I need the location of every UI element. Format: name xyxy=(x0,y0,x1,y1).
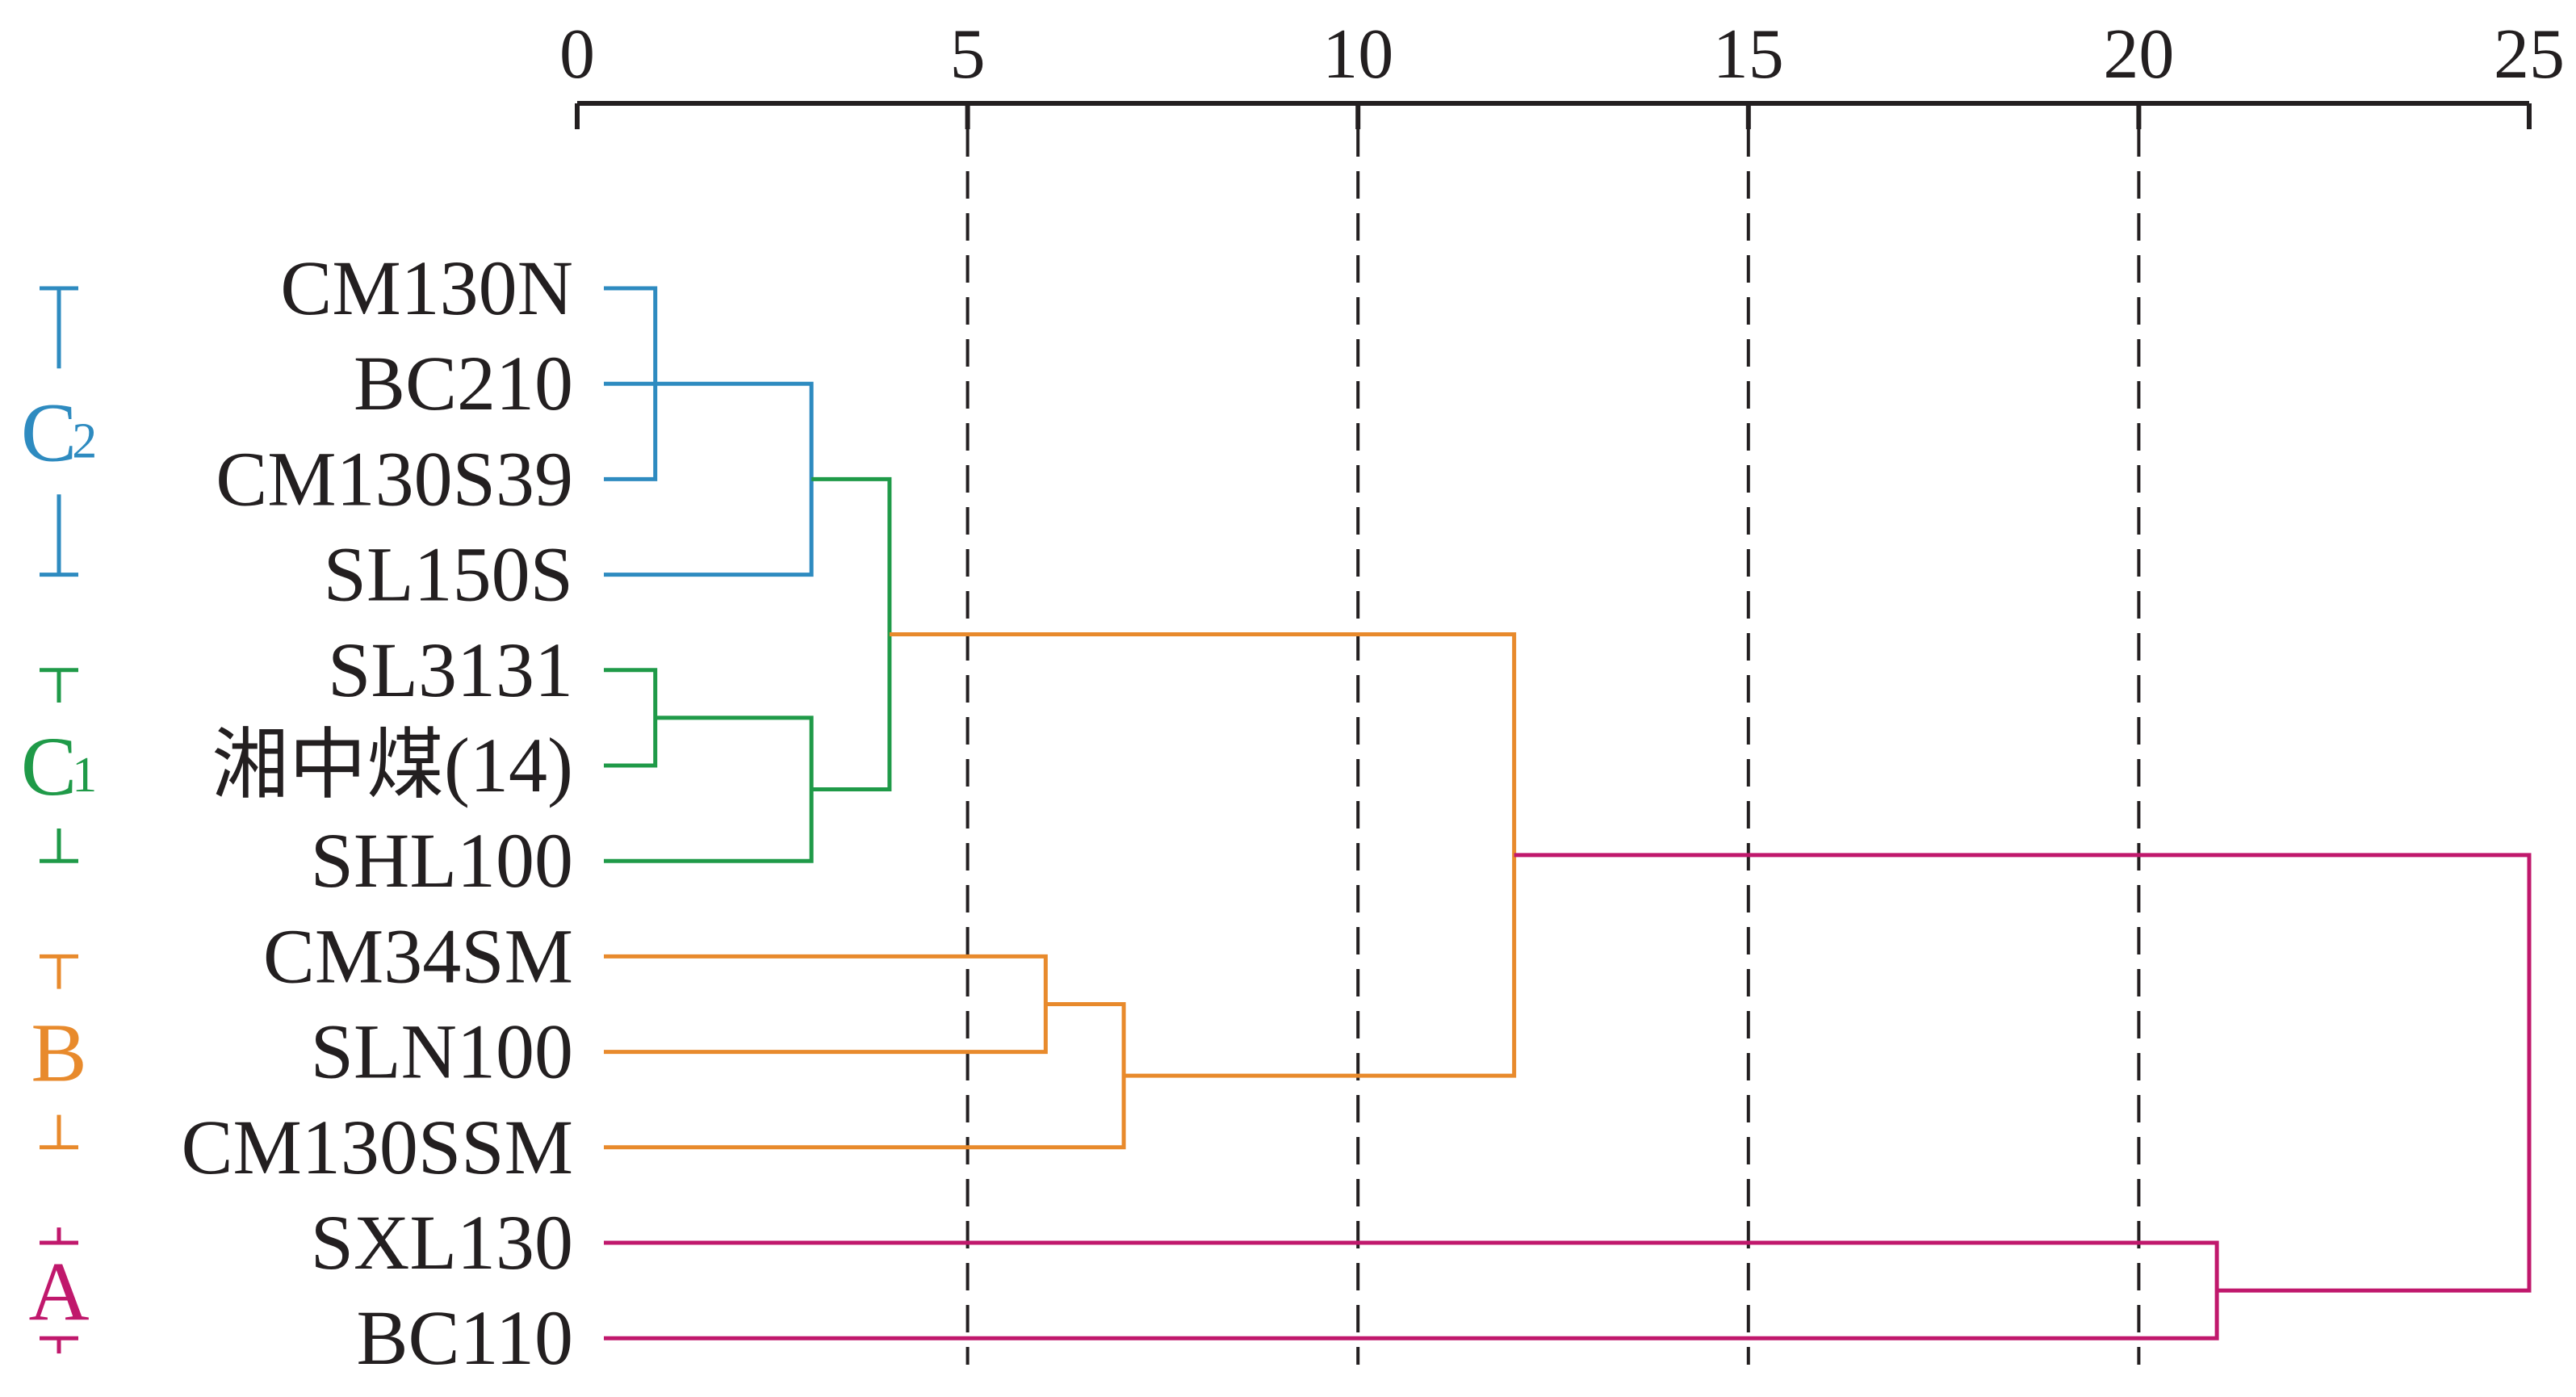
leaf-label: CM130S39 xyxy=(216,435,573,522)
dendrogram-link xyxy=(604,668,658,768)
x-tick-label: 20 xyxy=(2103,15,2174,94)
cluster-label: A xyxy=(28,1245,89,1338)
grid-lines xyxy=(965,129,2141,1365)
leaf-label: BC210 xyxy=(354,340,573,426)
dendrogram-link xyxy=(889,631,1517,1078)
dendrogram-link xyxy=(604,715,814,863)
cluster-label: C2 xyxy=(21,386,97,479)
x-tick-label: 25 xyxy=(2494,15,2565,94)
leaf-label: SHL100 xyxy=(311,817,573,904)
cluster-label: B xyxy=(31,1007,86,1100)
leaf-label: SXL130 xyxy=(311,1199,573,1286)
leaf-label: CM130N xyxy=(280,245,573,331)
x-tick-label: 0 xyxy=(559,15,595,94)
leaf-label: CM130SSM xyxy=(181,1104,573,1190)
dendrogram-link xyxy=(604,1240,2219,1340)
leaf-label: SL3131 xyxy=(328,627,573,713)
x-tick-label: 15 xyxy=(1713,15,1784,94)
dendrogram-links xyxy=(604,286,2532,1340)
leaf-label: CM34SM xyxy=(263,912,573,999)
dendrogram-link xyxy=(811,476,892,792)
leaf-label: SLN100 xyxy=(311,1009,573,1095)
x-tick-label: 10 xyxy=(1322,15,1393,94)
cluster-label: C1 xyxy=(21,720,97,813)
x-tick-label: 5 xyxy=(950,15,986,94)
dendrogram-link xyxy=(604,954,1048,1055)
x-axis: 0 5 10 15 20 25 xyxy=(559,15,2565,129)
leaf-label: SL150S xyxy=(324,531,573,618)
cluster-label-subscript: 1 xyxy=(72,748,97,803)
dendrogram-link xyxy=(1514,853,2532,1293)
leaf-label: BC110 xyxy=(357,1294,574,1381)
cluster-label-subscript: 2 xyxy=(72,413,97,468)
leaf-label: 湘中煤(14) xyxy=(212,722,573,808)
